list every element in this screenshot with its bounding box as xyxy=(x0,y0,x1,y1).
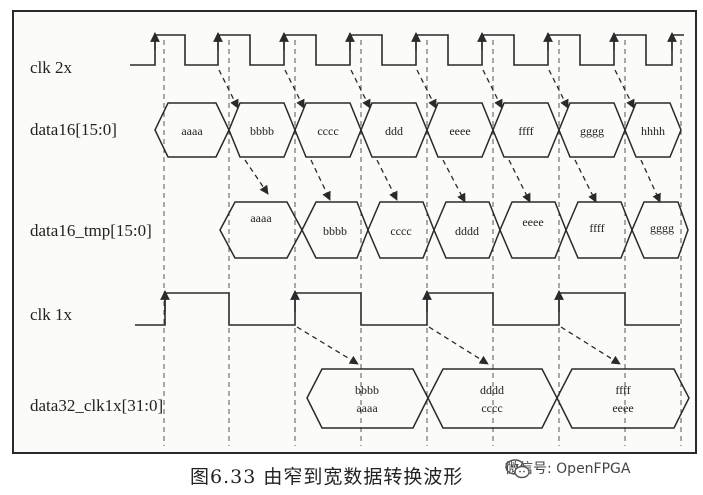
label-data32-clk1x: data32_clk1x[31:0] xyxy=(30,396,163,415)
data16-value-2: cccc xyxy=(317,124,338,138)
data16-tmp-value-6: gggg xyxy=(650,221,674,235)
clk-2x-waveform xyxy=(130,32,684,66)
data32-value-2-low: eeee xyxy=(612,401,633,415)
data16-value-7: hhhh xyxy=(641,124,665,138)
data32-value-1-low: cccc xyxy=(481,401,502,415)
data16-tmp-cell-4 xyxy=(499,201,567,259)
data16-value-0: aaaa xyxy=(181,124,203,138)
figure-caption: 图6.33 由窄到宽数据转换波形 xyxy=(190,466,464,488)
label-clk-2x: clk 2x xyxy=(30,58,73,77)
label-data16: data16[15:0] xyxy=(30,120,117,139)
data16-cell-7 xyxy=(624,102,682,158)
data16-tmp-bus xyxy=(219,201,689,259)
wechat-icon xyxy=(505,459,530,479)
data32-value-1-high: dddd xyxy=(480,383,504,397)
data16-tmp-value-0: aaaa xyxy=(250,211,272,225)
data16-value-6: gggg xyxy=(580,124,604,138)
clk-1x-waveform xyxy=(135,290,680,326)
data16-tmp-value-2: cccc xyxy=(390,224,411,238)
data32-cell-2 xyxy=(556,368,690,429)
data16-bus xyxy=(154,102,682,158)
data16-tmp-cell-6 xyxy=(631,201,689,259)
data16-value-4: eeee xyxy=(449,124,470,138)
watermark: 微信号: OpenFPGA xyxy=(505,458,631,479)
data16-tmp-value-3: dddd xyxy=(455,224,479,238)
data16-tmp-value-4: eeee xyxy=(522,215,543,229)
data16-value-3: ddd xyxy=(385,124,403,138)
data32-cell-0 xyxy=(306,368,429,429)
data32-value-2-high: ffff xyxy=(615,383,630,397)
data32-value-0-high: bbbb xyxy=(355,383,379,397)
dependency-arrows xyxy=(218,69,661,365)
guide-lines xyxy=(163,40,682,446)
data32-value-0-low: aaaa xyxy=(356,401,378,415)
label-data16-tmp: data16_tmp[15:0] xyxy=(30,221,152,240)
data16-value-1: bbbb xyxy=(250,124,274,138)
data32-bus xyxy=(306,368,690,429)
diagram-frame xyxy=(12,10,697,454)
data16-tmp-value-1: bbbb xyxy=(323,224,347,238)
data16-tmp-value-5: ffff xyxy=(589,221,604,235)
watermark-text: 微信号: OpenFPGA xyxy=(505,461,631,477)
data16-value-5: ffff xyxy=(518,124,533,138)
label-clk-1x: clk 1x xyxy=(30,305,73,324)
